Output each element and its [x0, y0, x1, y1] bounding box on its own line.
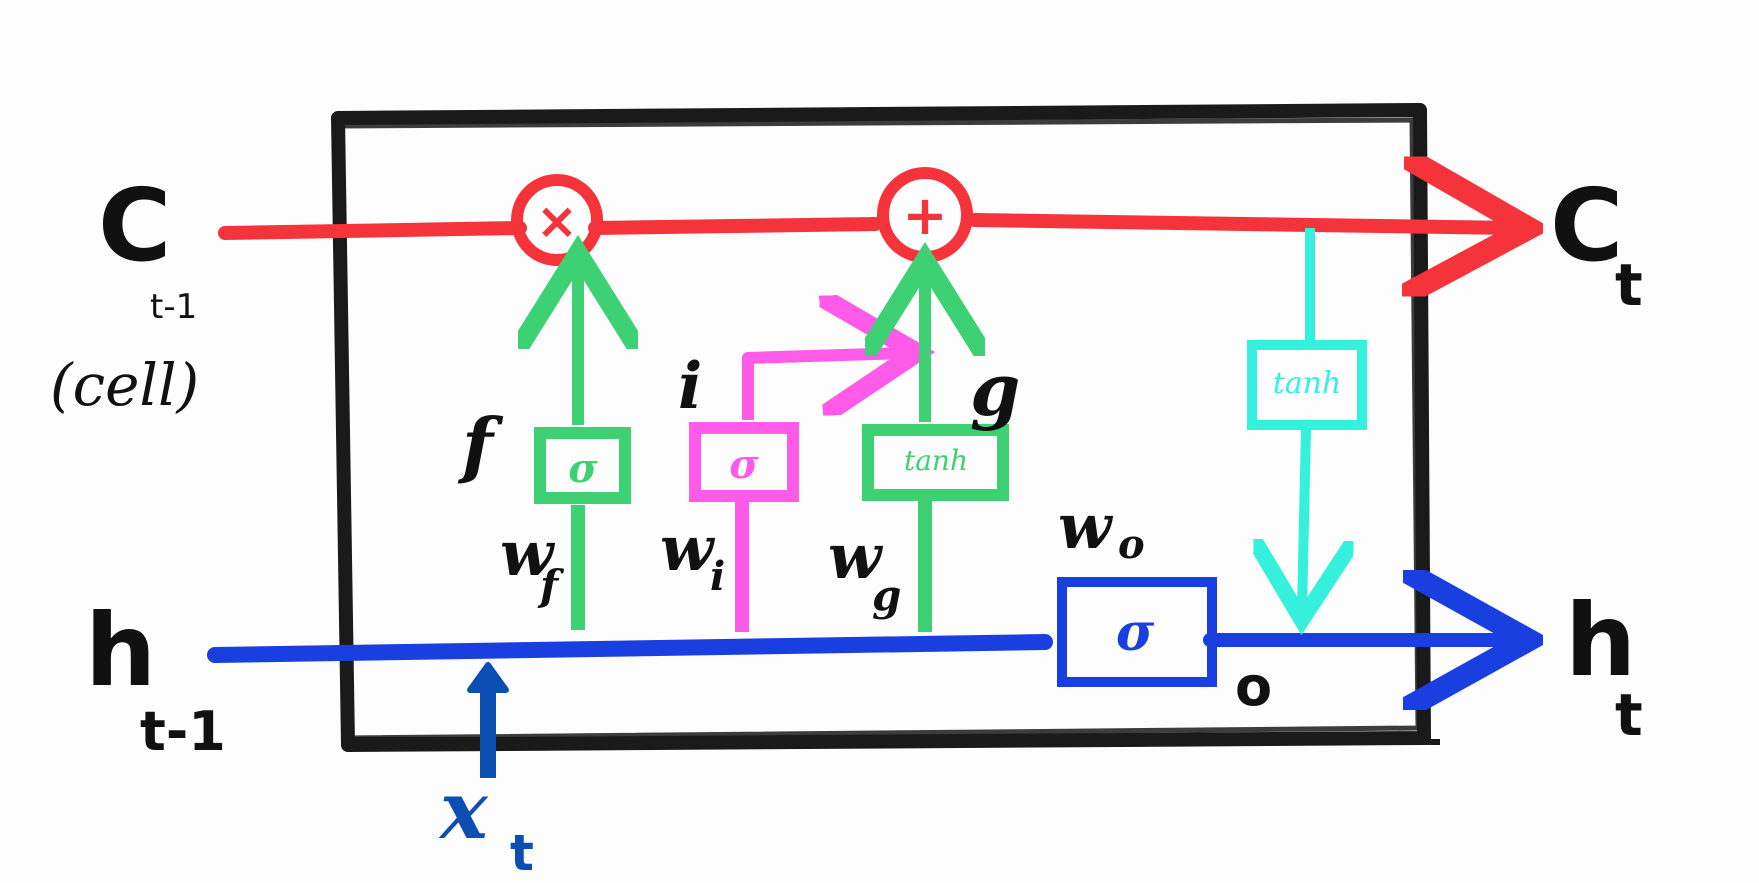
- svg-text:C: C: [98, 167, 171, 284]
- forget-gate-sigma: σ: [568, 445, 598, 492]
- svg-text:w: w: [828, 520, 884, 593]
- cell-frame: [331, 103, 1441, 752]
- hidden-state-line: [207, 640, 1515, 655]
- input-gate: σ: [689, 353, 905, 632]
- label-h-prev: h t-1: [85, 592, 226, 763]
- output-gate-sigma: σ: [1116, 602, 1155, 663]
- label-cell-note: (cell): [50, 351, 199, 419]
- forget-gate: σ: [540, 265, 625, 630]
- svg-text:t: t: [1615, 251, 1643, 319]
- cell-state-line: [218, 220, 1515, 233]
- add-node: +: [877, 167, 973, 263]
- cell-activation-tanh-label: tanh: [1273, 366, 1342, 401]
- candidate-gate-tanh: tanh: [904, 444, 968, 477]
- label-wf: w f: [500, 517, 565, 610]
- svg-text:t: t: [510, 824, 534, 882]
- label-f: f: [457, 402, 504, 487]
- cell-activation-tanh: tanh: [1247, 228, 1367, 610]
- svg-text:t-1: t-1: [140, 700, 226, 763]
- svg-text:w: w: [500, 517, 556, 590]
- candidate-gate: tanh: [862, 272, 1009, 632]
- label-wi: w i: [660, 512, 725, 600]
- label-h-next: h t: [1565, 582, 1643, 749]
- svg-text:o: o: [1118, 521, 1145, 568]
- svg-text:w: w: [660, 512, 716, 585]
- x-input-arrow: [467, 662, 509, 778]
- add-symbol: +: [902, 184, 947, 247]
- multiply-symbol: ×: [536, 192, 578, 250]
- label-wo: w o: [1058, 490, 1145, 568]
- svg-text:t: t: [1615, 681, 1643, 749]
- label-i: i: [678, 349, 702, 424]
- svg-text:h: h: [85, 592, 156, 709]
- output-gate: σ: [1057, 577, 1217, 687]
- svg-text:h: h: [1565, 582, 1636, 699]
- label-c-prev: C t-1 (cell): [50, 167, 199, 419]
- svg-text:x: x: [438, 763, 489, 857]
- label-c-next: C t: [1550, 167, 1643, 319]
- multiply-node: ×: [511, 174, 603, 266]
- label-o: o: [1235, 655, 1272, 718]
- label-g: g: [970, 347, 1020, 432]
- svg-text:w: w: [1058, 490, 1114, 563]
- label-wg: w g: [828, 520, 901, 620]
- svg-text:f: f: [537, 561, 565, 610]
- input-gate-sigma: σ: [729, 441, 759, 488]
- label-x-input: x t: [438, 763, 534, 882]
- svg-text:C: C: [1550, 167, 1623, 284]
- svg-text:t-1: t-1: [150, 287, 197, 327]
- svg-text:g: g: [872, 571, 901, 620]
- svg-text:i: i: [710, 553, 725, 600]
